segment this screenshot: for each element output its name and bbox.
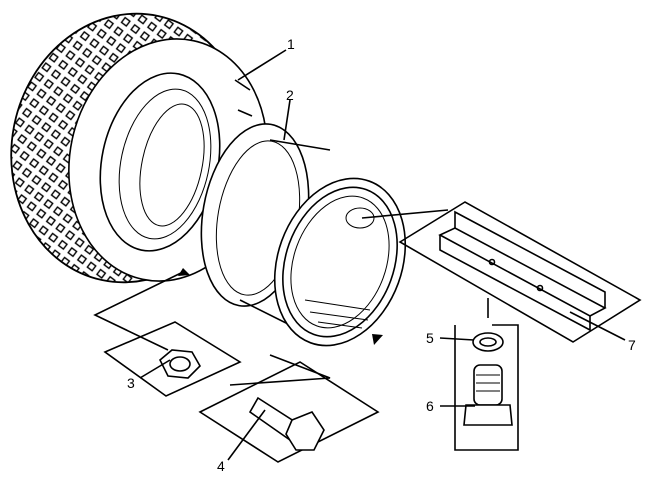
- callout-5: 5: [426, 330, 434, 346]
- callout-6: 6: [426, 398, 434, 414]
- wheel-rim: [200, 123, 449, 347]
- channel-bracket: [438, 210, 607, 332]
- nut-panel: [103, 321, 242, 397]
- hex-nut: [159, 349, 201, 379]
- leader-lines: [139, 49, 626, 461]
- channel-panel: [398, 201, 642, 343]
- hex-bolt: [248, 396, 325, 451]
- callout-2: 2: [286, 87, 294, 103]
- callout-1: 1: [287, 36, 295, 52]
- callout-4: 4: [217, 458, 225, 474]
- bolt-panel: [198, 361, 380, 463]
- callout-7: 7: [628, 337, 636, 353]
- callout-3: 3: [127, 375, 135, 391]
- lock-washer: [472, 332, 504, 352]
- washer-bolt-box: [454, 324, 519, 451]
- exploded-frames: [93, 201, 642, 463]
- wheel-bolt: [463, 364, 513, 426]
- leader-line-7: [361, 209, 449, 219]
